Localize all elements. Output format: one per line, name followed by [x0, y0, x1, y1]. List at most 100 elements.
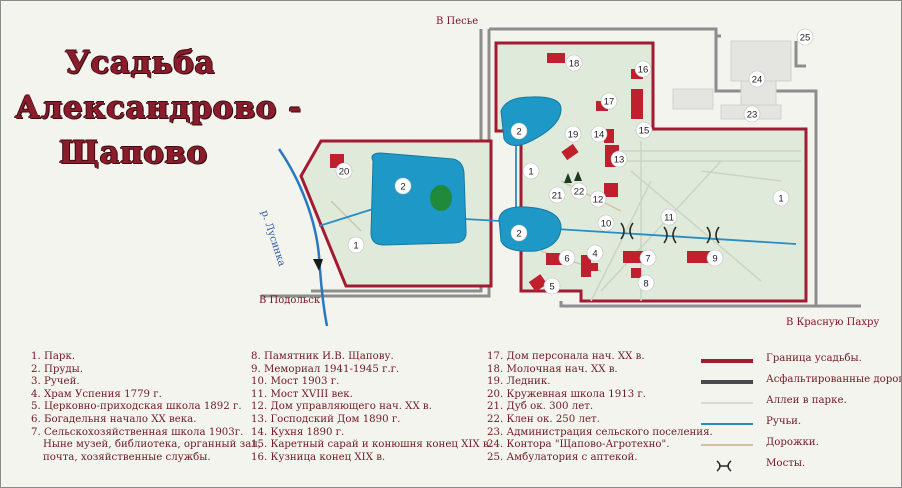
marker-number: 23: [747, 110, 758, 121]
map-legend: Граница усадьбы. Асфальтированные дороги.…: [701, 351, 901, 477]
marker-circle: [394, 177, 412, 195]
marker-number: 19: [568, 130, 579, 141]
legend-entry: 1. Парк.: [31, 351, 76, 362]
legend-entry: 5. Церковно-приходская школа 1892 г.: [31, 401, 242, 413]
building-monument: [631, 268, 641, 278]
marker-circle: [610, 150, 628, 168]
marker-number: 5: [549, 282, 554, 293]
marker-circle: [565, 54, 583, 72]
marker-number: 2: [516, 127, 521, 138]
tree-maple: [574, 171, 582, 181]
marker-number: 4: [592, 249, 597, 260]
legend-entry: 11. Мост XVIII век.: [251, 388, 353, 400]
outbuildings: [672, 40, 792, 120]
legend-entry: 6. Богадельня начало XX века.: [31, 413, 197, 425]
trees: [564, 171, 582, 183]
marker-number: 17: [604, 97, 615, 108]
label-north-road: В Песье: [436, 16, 479, 27]
marker-circle: [706, 249, 724, 267]
legend-label: Аллеи в парке.: [766, 395, 847, 406]
legend-symbol-alley: [701, 402, 753, 404]
marker-number: 16: [638, 65, 649, 76]
title-line-3: Щапово: [59, 135, 208, 171]
marker-circle: [597, 214, 615, 232]
building-almshouse: [546, 253, 562, 265]
marker-number: 9: [712, 254, 717, 265]
streams: [318, 141, 797, 245]
road-west: [261, 29, 491, 298]
pond-large: [370, 152, 467, 246]
building-kitchen: [604, 129, 614, 143]
park-alleys: [590, 141, 801, 302]
legend-entry: 13. Господский Дом 1890 г.: [251, 413, 401, 425]
marker-number: 6: [564, 254, 569, 265]
building-church-wing: [586, 263, 598, 271]
legend-entry: 16. Кузница конец XIX в.: [251, 451, 386, 463]
legend-row: Ручьи.: [701, 414, 896, 435]
marker-circle: [570, 182, 588, 200]
legend-entry: 7. Сельскохозяйственная школа 1903г.: [31, 426, 244, 438]
legend-entry: 23. Администрация сельского поселения.: [487, 426, 713, 438]
legend-entry: 14. Кухня 1890 г.: [251, 426, 345, 438]
road-west-inner: [311, 29, 483, 293]
legend-symbol-path: [701, 444, 753, 446]
building-manager-house: [604, 183, 618, 197]
marker-number: 12: [593, 195, 604, 206]
marker-circle: [335, 162, 353, 180]
building-memorial: [687, 251, 713, 263]
outbuilding: [672, 88, 714, 110]
legend-column-2: 8. Памятник И.В. Щапову.9. Мемориал 1941…: [251, 351, 492, 464]
marker-number: 2: [516, 229, 521, 240]
marker-number: 1: [778, 194, 783, 205]
legend-symbol-boundary: [701, 359, 753, 363]
bridge-1903: [620, 222, 634, 240]
legend-entry: 25. Амбулатория с аптекой.: [487, 451, 638, 463]
legend-row: Дорожки.: [701, 435, 896, 456]
marker-circle: [635, 121, 653, 139]
marker-circle: [748, 70, 766, 88]
marker-circle: [558, 249, 576, 267]
marker-number: 24: [752, 75, 763, 86]
pond-island: [430, 185, 452, 211]
legend-label: Дорожки.: [766, 437, 819, 448]
legend-entry: 12. Дом управляющего нач. XX в.: [251, 401, 432, 413]
legend-entry: 3. Ручей.: [31, 376, 80, 388]
building-parish-school: [528, 274, 548, 292]
alley: [630, 170, 762, 282]
legend-label: Асфальтированные дороги.: [766, 374, 902, 385]
marker-number: 11: [664, 213, 674, 224]
marker-circle: [637, 274, 655, 292]
legend-entry: Ныне музей, библиотека, органный зал,: [43, 439, 261, 451]
building-coach-house: [631, 89, 643, 119]
marker-circle: [772, 189, 790, 207]
alley: [600, 160, 722, 292]
marker-number: 20: [339, 167, 350, 178]
building-icehouse: [561, 143, 579, 161]
title-line-1: Усадьба: [65, 45, 216, 81]
marker-number: 18: [569, 59, 580, 70]
marker-circle: [586, 244, 604, 262]
marker-circle: [510, 224, 528, 242]
marker-circle: [510, 122, 528, 140]
marker-number: 1: [353, 241, 358, 252]
marker-circle: [743, 105, 761, 123]
legend-symbol-road: [701, 380, 753, 384]
legend-row: Граница усадьбы.: [701, 351, 896, 372]
legend-column-1: 1. Парк.2. Пруды.3. Ручей.4. Храм Успени…: [31, 351, 261, 464]
stream: [318, 208, 374, 227]
legend-entry: 20. Кружевная школа 1913 г.: [487, 388, 647, 400]
legend-entry: 4. Храм Успения 1779 г.: [31, 388, 162, 400]
road-north-stub: [794, 41, 806, 68]
marker-number: 21: [552, 191, 563, 202]
marker-circle: [589, 190, 607, 208]
stream: [555, 228, 797, 245]
legend-row: Асфальтированные дороги.: [701, 372, 901, 393]
marker-number: 2: [400, 182, 405, 193]
marker-circle: [347, 236, 365, 254]
marker-circle: [522, 162, 540, 180]
legend-label: Граница усадьбы.: [766, 353, 862, 364]
legend-entry: 10. Мост 1903 г.: [251, 376, 340, 388]
legend-row: Мосты.: [701, 456, 896, 477]
